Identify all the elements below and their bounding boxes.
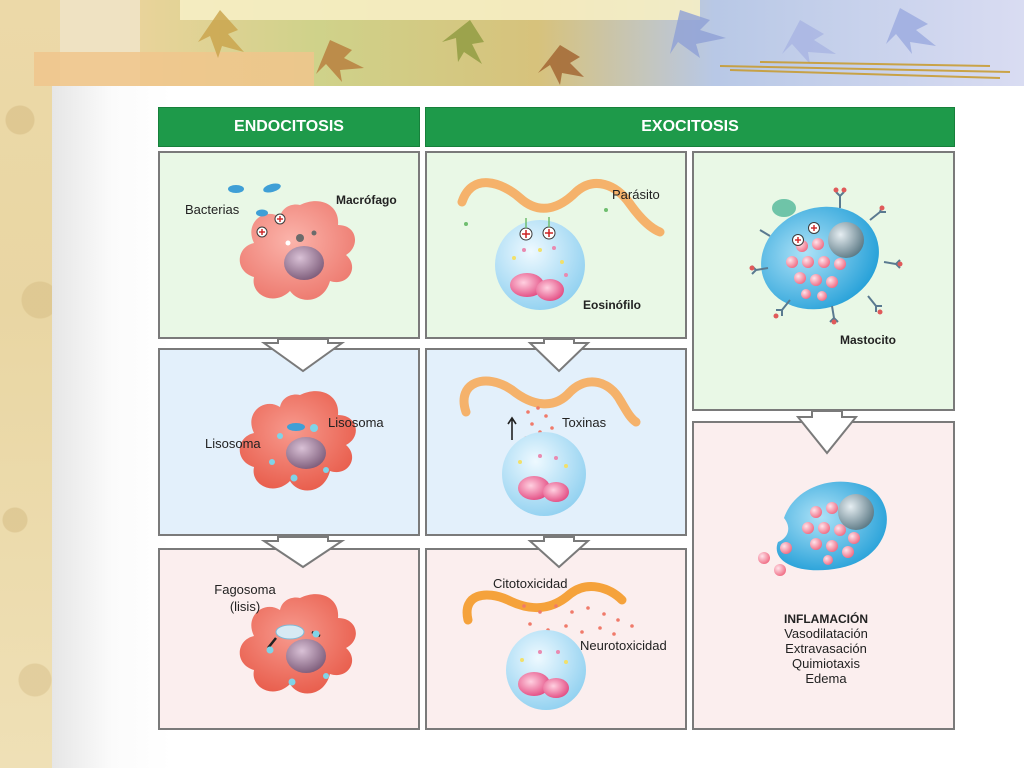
macrophage-cell-1 (239, 201, 356, 300)
effect-edema: Edema (805, 671, 847, 686)
flow-arrows (260, 338, 859, 569)
eosinophil-cell-1 (495, 217, 585, 310)
macrophage-cell-2 (239, 391, 356, 491)
effect-vasodilatacion: Vasodilatación (784, 626, 868, 641)
label-bacterias: Bacterias (185, 202, 240, 217)
label-lisis: (lisis) (229, 599, 261, 614)
label-fagosoma: Fagosoma (214, 582, 276, 597)
label-citotoxicidad: Citotoxicidad (493, 576, 568, 591)
panel-mast-1 (692, 151, 955, 411)
label-toxinas: Toxinas (562, 415, 607, 430)
up-arrow (507, 416, 517, 440)
macrophage-cell-3 (239, 594, 356, 694)
parasite-worm-2 (459, 376, 641, 427)
header-exocitosis: EXOCITOSIS (425, 107, 955, 147)
mastocyte-cell-1 (749, 187, 903, 325)
label-mastocito: Mastocito (840, 333, 897, 347)
mastocyte-cell-2 (758, 481, 887, 576)
parasite-worm-1 (457, 178, 665, 237)
effect-quimiotaxis: Quimiotaxis (792, 656, 860, 671)
label-eosinofilo: Eosinófilo (583, 298, 641, 312)
effect-extravasacion: Extravasación (785, 641, 867, 656)
label-lisosoma-right: Lisosoma (328, 415, 384, 430)
parchment-background (0, 0, 60, 768)
leaf-banner (0, 0, 1024, 86)
inflammation-title: INFLAMACIÓN (784, 612, 868, 626)
eosinophil-cell-3 (506, 630, 586, 710)
label-neurotoxicidad: Neurotoxicidad (580, 638, 667, 653)
label-macrofago: Macrófago (336, 193, 397, 207)
bacteria-group (228, 183, 286, 238)
inflammation-list: INFLAMACIÓN Vasodilatación Extravasación… (752, 612, 900, 686)
eosinophil-cell-2 (502, 432, 586, 516)
label-parasito: Parásito (612, 187, 660, 202)
parasite-worm-3 (462, 582, 627, 625)
header-endocitosis: ENDOCITOSIS (158, 107, 420, 147)
label-lisosoma-left: Lisosoma (205, 436, 261, 451)
